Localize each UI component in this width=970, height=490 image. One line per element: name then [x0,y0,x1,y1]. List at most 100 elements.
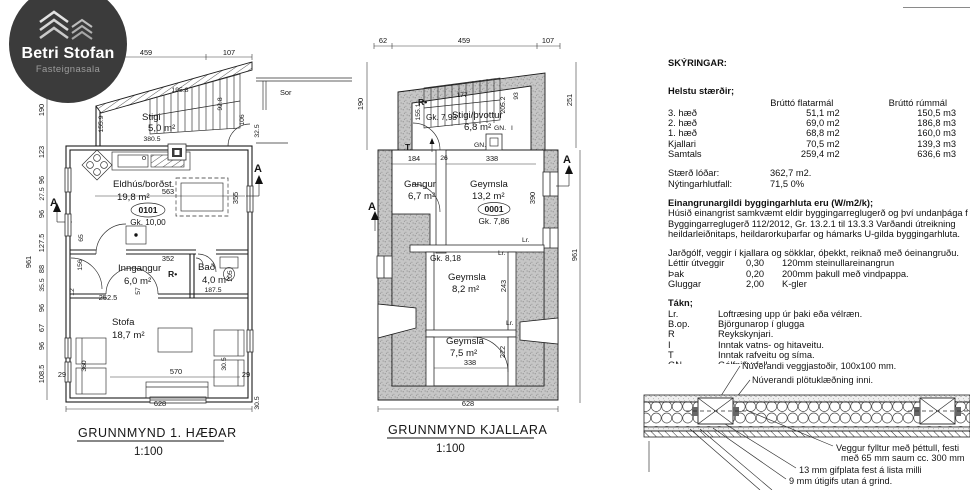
symbols-title: Tákn; [668,298,693,309]
svg-text:355: 355 [231,192,240,204]
plan1-scale: 1:100 [134,446,163,458]
svg-text:195.8: 195.8 [171,87,188,94]
svg-text:A: A [563,154,571,166]
svg-text:26: 26 [440,155,448,162]
svg-text:92.8: 92.8 [217,97,224,110]
svg-text:107: 107 [542,36,554,45]
room-name: Stigi/þvottur [452,110,503,121]
svg-text:360: 360 [81,360,88,372]
room-id: 0001 [484,204,503,214]
hob [81,149,113,181]
logo-chevrons-icon [39,10,93,40]
svg-text:30.5: 30.5 [254,396,261,409]
room-area: 13,2 m² [472,191,505,202]
symbol-row: B.op.Björgunarop í glugga [668,318,805,329]
stud-post [908,397,968,425]
svg-text:190: 190 [356,98,365,110]
svg-text:96: 96 [37,342,46,350]
plan2-title: GRUNNMYND KJALLARA 1:100 [387,423,547,455]
room-area: 7,5 m² [450,348,478,359]
svg-text:96: 96 [37,210,46,218]
floor-plan-1: 459 107 190 123 96 27.5 96 127.5 88 35.5… [24,48,352,458]
vent-mark: Lr. [498,250,506,257]
dim-bottom: 628 30.5 [65,396,261,412]
room-name: Eldhús/borðst. [113,179,174,190]
floor-drain-symbol [485,133,503,151]
svg-text:187.5: 187.5 [204,287,221,294]
hall-storage: GN. T 184 26 338 Gangur 6,7 m² Geymsla 1… [392,133,545,257]
svg-text:65: 65 [78,234,85,242]
inlet-t-mark: T [405,142,411,152]
svg-text:57: 57 [135,287,142,295]
svg-text:27.5: 27.5 [39,187,46,200]
plan2-scale: 1:100 [436,443,465,455]
logo-subtitle: Fasteignasala [35,64,101,75]
stud-post [686,397,746,425]
kitchen: 563 Eldhús/borðst. 19,8 m² 0101 Gk. 10,0… [81,143,245,245]
section-mark-a-right: A [246,163,263,197]
dim-top: 62 459 107 [373,36,561,49]
svg-text:177: 177 [456,92,468,99]
dim-right: 251 961 [565,62,581,403]
sheet-border-line [903,7,970,8]
room-name: Geymsla [448,272,487,283]
room-name: Inngangur [118,263,162,274]
col-header: Brúttó flatarmál [770,97,834,108]
svg-text:184: 184 [408,154,420,163]
callout-gypsum: 13 mm gifplata fest á lista milli [799,465,922,475]
chimney [167,143,187,161]
room-name: Bað [198,262,215,273]
window [376,171,559,279]
svg-text:961: 961 [24,256,33,268]
storage-82: Gk. 8,18 Geymsla 8,2 m² 243 Lr. [425,251,517,333]
insulation-title: Einangrunargildi byggingarhluta eru (W/m… [668,197,874,208]
symbol-row: GNGólfniðurfall [668,360,970,364]
room-name: Geymsla [446,336,485,347]
plan1-title: GRUNNMYND 1. HÆÐAR 1:100 [77,426,236,458]
svg-text:338: 338 [486,154,498,163]
room-area: 6,0 m² [124,276,152,287]
svg-text:390: 390 [528,192,537,204]
ratio-row: Nýtingarhlutfall:71,5 0% [668,178,805,189]
svg-text:A: A [254,163,262,175]
callout-fill-line2: með 65 mm saum cc. 300 mm [841,453,965,463]
svg-text:123: 123 [37,146,46,158]
dim-label: 459 [140,48,152,57]
ground-note: Jarðgólf, veggir í kjallara og sökklar, … [668,248,959,259]
room-name: Gangur [404,179,437,190]
svg-text:106: 106 [239,114,246,126]
svg-text:96: 96 [37,304,46,312]
section-mark-a-right: A [556,154,573,187]
svg-text:251: 251 [565,94,574,106]
notes-heading: SKÝRINGAR: [668,58,727,68]
room-area: 8,2 m² [452,284,480,295]
floor-level: Gk. 7,86 [479,217,510,226]
svg-text:35.5: 35.5 [39,278,46,291]
svg-text:628: 628 [154,399,166,408]
room-name: Geymsla [470,179,509,190]
symbol-row: Lr.Loftræsing upp úr þaki eða vélræn. [668,308,863,319]
living-room: 252.5 57 Stofa 18,7 m² 570 29 29 360 30.… [58,267,250,399]
svg-text:A: A [368,201,376,213]
svg-text:155.1: 155.1 [415,103,422,120]
smoke-detector-mark: R• [418,97,427,107]
svg-text:155.9: 155.9 [98,115,105,132]
svg-text:12: 12 [69,288,76,296]
section-mark-a-left: A [368,201,379,231]
svg-text:459: 459 [458,36,470,45]
svg-text:A: A [50,197,58,209]
svg-text:570: 570 [170,367,182,376]
logo: Betri Stofan Fasteignasala [9,0,127,103]
callout-fill-line1: Veggur fylltur með þéttull, festi [836,443,959,453]
callout-studs: Núverandi veggjastoðir, 100x100 mm. [742,361,896,371]
svg-text:62: 62 [379,36,387,45]
floor-level: Gk. 10,00 [130,218,166,227]
lot-size-row: Stærð lóðar:362,7 m2. [668,168,812,179]
dim-left: 190 [356,62,368,150]
